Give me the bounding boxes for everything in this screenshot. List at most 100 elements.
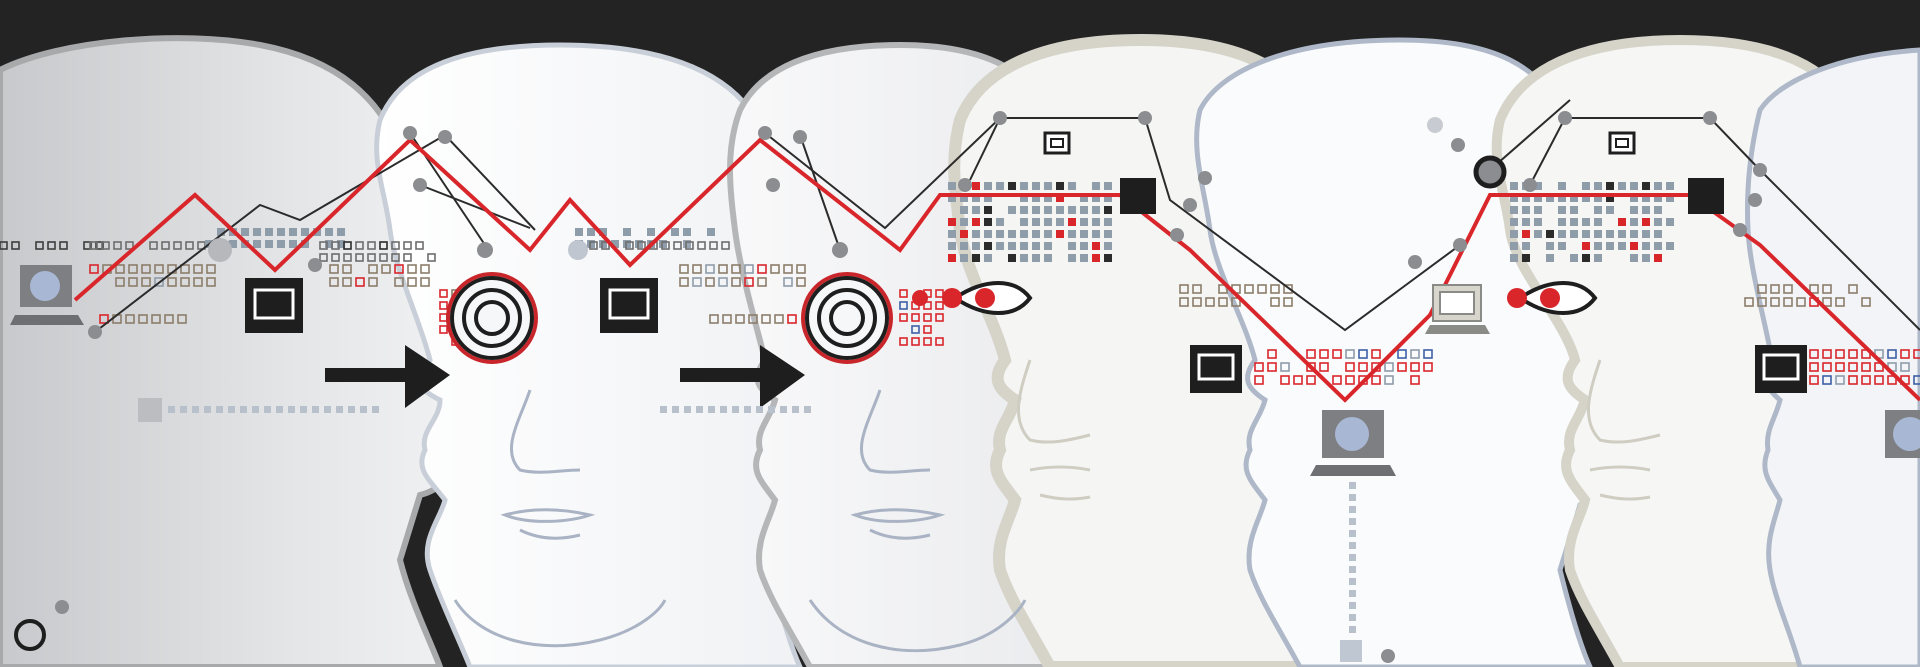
grid-dot [1092,242,1100,250]
chip-icon [245,278,303,333]
grid-dot [95,241,104,250]
grid-dot [1770,297,1780,307]
eye-icon [1507,281,1598,315]
grid-dot [1068,230,1076,238]
grid-dot [1606,230,1614,238]
grid-dot [1630,242,1638,250]
grid-dot [151,314,161,324]
grid-dot [1887,349,1897,359]
grid-dot [996,182,1004,190]
grid-dot [685,241,694,250]
grid-dot [984,182,992,190]
target-eye-icon [446,272,538,364]
grid-dot [684,406,691,413]
grid-dot [1349,626,1356,633]
grid-dot [168,406,175,413]
arrow-right-icon [680,345,805,408]
grid-dot [1319,349,1329,359]
grid-dot [1654,254,1662,262]
grid-dot [1654,194,1662,202]
monitor-icon [1885,410,1920,458]
grid-dot [744,264,754,274]
grid-dot [673,241,682,250]
grid-dot [1349,542,1356,549]
grid-dot [984,206,992,214]
grid-dot [420,264,430,274]
grid-dot [336,406,343,413]
grid-dot [1218,284,1228,294]
grid-dot [1594,242,1602,250]
grid-dot [125,241,134,250]
grid-dot [796,264,806,274]
grid-dot [1558,218,1566,226]
grid-dot [367,241,376,250]
grid-dot [1546,254,1554,262]
grid-dot [1558,242,1566,250]
grid-dot [708,406,715,413]
grid-dot [1510,254,1518,262]
grid-dot [1044,242,1052,250]
grid-dot [709,314,719,324]
grid-dot [1349,518,1356,525]
grid-dot [1044,206,1052,214]
grid-dot [1092,206,1100,214]
grid-dot [1546,194,1554,202]
grid-dot [319,253,328,262]
grid-dot [1582,242,1590,250]
grid-dot [611,240,619,248]
grid-dot [1666,194,1674,202]
grid-dot [180,277,190,287]
grid-dot [1570,230,1578,238]
grid-dot [1822,362,1832,372]
grid-dot [277,228,285,236]
grid-dot [1104,242,1112,250]
grid-dot [1594,230,1602,238]
grid-dot [1384,362,1394,372]
pixel-grid [0,182,1920,385]
grid-dot [948,242,956,250]
grid-dot [253,240,261,248]
grid-dot [368,264,378,274]
grid-dot [319,241,328,250]
grid-dot [1835,375,1845,385]
grid-dot [1358,349,1368,359]
grid-dot [391,241,400,250]
grid-dot [935,313,944,322]
grid-dot [1349,614,1356,621]
grid-dot [1848,375,1858,385]
grid-dot [403,253,412,262]
grid-dot [101,241,110,250]
grid-dot [1056,206,1064,214]
chip-icon [1043,131,1724,214]
grid-dot [774,314,784,324]
grid-dot [1092,254,1100,262]
grid-dot [1080,194,1088,202]
grid-dot [1020,254,1028,262]
grid-dot [312,406,319,413]
grid-dot [229,240,237,248]
grid-dot [720,406,727,413]
grid-dot [780,406,787,413]
grid-dot [575,228,583,236]
grid-dot [1008,254,1016,262]
grid-dot [1809,362,1819,372]
grid-dot [972,218,980,226]
grid-dot [911,325,920,334]
grid-dot [1349,578,1356,585]
grid-dot [439,301,448,310]
grid-dot [1835,297,1845,307]
grid-dot [1008,206,1016,214]
grid-dot [1397,362,1407,372]
grid-dot [1280,375,1290,385]
grid-dot [1594,218,1602,226]
grid-dot [899,289,908,298]
grid-dot [1306,375,1316,385]
grid-dot [193,277,203,287]
grid-dot [1218,297,1228,307]
grid-dot [1642,206,1650,214]
grid-dot [337,228,345,236]
grid-dot [1848,362,1858,372]
grid-dot [1267,349,1277,359]
grid-dot [360,406,367,413]
grid-dot [1570,254,1578,262]
